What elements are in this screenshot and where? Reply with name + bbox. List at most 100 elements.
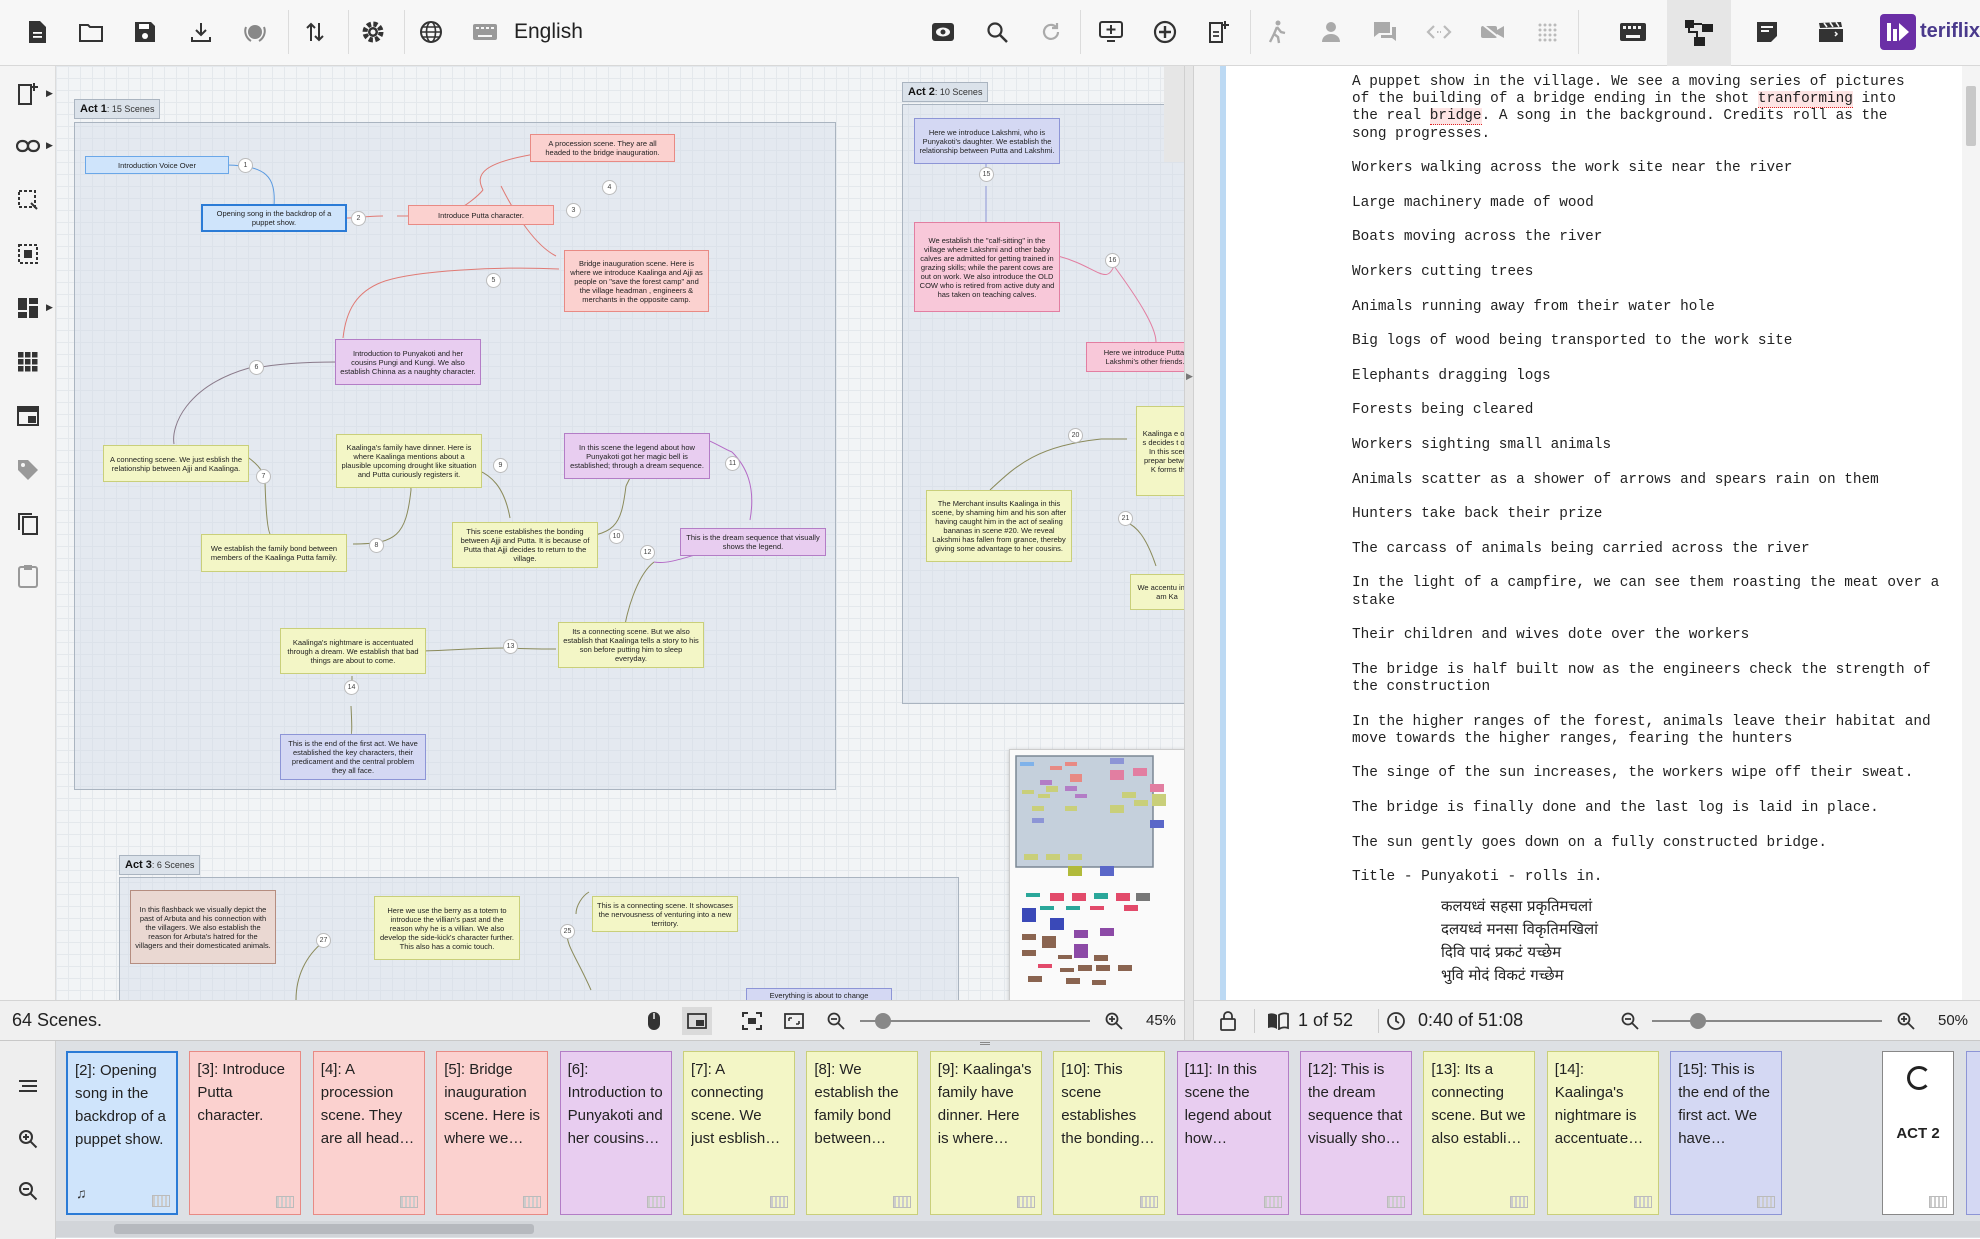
tag-icon[interactable]: [12, 454, 44, 486]
timeline-act-marker[interactable]: ACT 2: [1882, 1051, 1954, 1215]
language-label[interactable]: English: [514, 20, 583, 44]
scene-card-act2-insult[interactable]: We accentu insult am Ka: [1130, 574, 1184, 610]
person-icon[interactable]: [1312, 13, 1350, 51]
caret-right-icon[interactable]: ▶: [46, 302, 53, 313]
open-folder-icon[interactable]: [72, 13, 110, 51]
scene-card-act2-intro[interactable]: Here we introduce Lakshmi, who is Punyak…: [914, 118, 1060, 164]
link-node[interactable]: 15: [979, 167, 994, 182]
link-node[interactable]: 10: [609, 529, 624, 544]
video-off-icon[interactable]: [1474, 13, 1512, 51]
collapse-arrow-icon[interactable]: ▶: [1186, 371, 1193, 382]
link-node[interactable]: 8: [369, 538, 384, 553]
zoom-in-icon[interactable]: [12, 1123, 44, 1155]
eye-icon[interactable]: [924, 13, 962, 51]
award-icon[interactable]: [236, 13, 274, 51]
scene-card-act2-merchant[interactable]: The Merchant insults Kaalinga in this sc…: [926, 490, 1072, 562]
link-node[interactable]: 2: [351, 211, 366, 226]
window-icon[interactable]: [12, 400, 44, 432]
mouse-icon[interactable]: [642, 1009, 666, 1033]
screenplay-paragraph[interactable]: A puppet show in the village. We see a m…: [1352, 74, 1942, 143]
link-node[interactable]: 1: [238, 158, 253, 173]
sort-icon[interactable]: [296, 13, 334, 51]
zoom-in-icon[interactable]: [1894, 1009, 1918, 1033]
scene-card-7[interactable]: A connecting scene. We just esblish the …: [103, 445, 249, 482]
zoom-out-icon[interactable]: [824, 1009, 848, 1033]
lock-icon[interactable]: [1216, 1009, 1240, 1033]
scene-card-act3-flashback[interactable]: In this flashback we visually depict the…: [130, 890, 276, 964]
screenplay-paragraph[interactable]: Title - Punyakoti - rolls in.: [1352, 869, 1942, 886]
caret-right-icon[interactable]: ▶: [46, 140, 53, 151]
link-node[interactable]: 16: [1105, 253, 1120, 268]
timeline-scene-card[interactable]: [4]: A procession scene. They are all he…: [313, 1051, 425, 1215]
timeline-scene-card[interactable]: [6]: Introduction to Punyakoti and her c…: [560, 1051, 672, 1215]
canvas-zoom-slider-knob[interactable]: [875, 1013, 891, 1029]
link-icon[interactable]: [12, 130, 44, 162]
scene-card-11[interactable]: In this scene the legend about how Punya…: [564, 433, 710, 479]
link-node[interactable]: 13: [503, 639, 518, 654]
timeline-scene-card[interactable]: [3]: Introduce Putta character.: [189, 1051, 301, 1215]
screenplay-paragraph[interactable]: Workers walking across the work site nea…: [1352, 160, 1942, 177]
screenplay-paragraph[interactable]: In the light of a campfire, we can see t…: [1352, 575, 1942, 609]
canvas-scroll-corner[interactable]: [1164, 66, 1184, 162]
refresh-icon[interactable]: [1032, 13, 1070, 51]
screenplay-paragraph[interactable]: Workers cutting trees: [1352, 264, 1942, 281]
scene-card-act3-connecting[interactable]: This is a connecting scene. It showcases…: [592, 896, 738, 932]
link-node[interactable]: 5: [486, 273, 501, 288]
gear-icon[interactable]: [354, 13, 392, 51]
spelling-error[interactable]: tranforming: [1758, 91, 1853, 108]
link-node[interactable]: 14: [344, 680, 359, 695]
timeline-scene-card[interactable]: [12]: This is the dream sequence that vi…: [1300, 1051, 1412, 1215]
grid-icon[interactable]: [12, 346, 44, 378]
timeline-scene-card[interactable]: [9]: Kaalinga's family have dinner. Here…: [930, 1051, 1042, 1215]
timeline-scene-card[interactable]: [11]: In this scene the legend about how…: [1177, 1051, 1289, 1215]
scene-card-act2-calf[interactable]: We establish the "calf-sitting" in the v…: [914, 222, 1060, 312]
download-icon[interactable]: [182, 13, 220, 51]
add-screen-icon[interactable]: [1092, 13, 1130, 51]
scene-card-intro[interactable]: Introduction Voice Over: [85, 156, 229, 174]
add-scene-icon[interactable]: [12, 78, 44, 110]
panel-divider[interactable]: ▶: [1184, 66, 1194, 1040]
link-node[interactable]: 20: [1068, 428, 1083, 443]
screenplay-paragraph[interactable]: Animals scatter as a shower of arrows an…: [1352, 472, 1942, 489]
search-icon[interactable]: [978, 13, 1016, 51]
scene-card-10[interactable]: This scene establishes the bonding betwe…: [452, 522, 598, 568]
scene-timeline[interactable]: [2]: Opening song in the backdrop of a p…: [0, 1040, 1980, 1238]
code-icon[interactable]: [1420, 13, 1458, 51]
scene-card-8[interactable]: We establish the family bond between mem…: [201, 534, 347, 572]
scene-card-2[interactable]: Opening song in the backdrop of a puppet…: [201, 204, 347, 232]
screenplay-zoom-slider-knob[interactable]: [1690, 1013, 1706, 1029]
timeline-scrollbar-thumb[interactable]: [114, 1224, 534, 1234]
link-node[interactable]: 11: [725, 456, 740, 471]
timeline-scene-card[interactable]: [7]: A connecting scene. We just esblish…: [683, 1051, 795, 1215]
link-node[interactable]: 3: [566, 203, 581, 218]
screenplay-paragraph[interactable]: Boats moving across the river: [1352, 229, 1942, 246]
lyrics-line[interactable]: भुवि मोदं विकटं गच्छेम: [1441, 964, 1942, 987]
fit-width-icon[interactable]: [782, 1009, 806, 1033]
clapperboard-icon[interactable]: [1812, 13, 1850, 51]
canvas-minimap[interactable]: [1009, 749, 1184, 1000]
timeline-scene-card[interactable]: [14]: Kaalinga's nightmare is accentuate…: [1547, 1051, 1659, 1215]
walk-icon[interactable]: [1258, 13, 1296, 51]
select-rect-icon[interactable]: [12, 184, 44, 216]
scene-card-14[interactable]: Kaalinga's nightmare is accentuated thro…: [280, 628, 426, 674]
book-icon[interactable]: [1266, 1009, 1290, 1033]
globe-icon[interactable]: [412, 13, 450, 51]
scene-card-act3-change[interactable]: Everything is about to change: [746, 988, 892, 1000]
timeline-scene-card[interactable]: [8]: We establish the family bond betwee…: [806, 1051, 918, 1215]
screenplay-paragraph[interactable]: Large machinery made of wood: [1352, 195, 1942, 212]
screenplay-paragraph[interactable]: Workers sighting small animals: [1352, 437, 1942, 454]
picture-in-picture-icon[interactable]: [682, 1007, 712, 1035]
fit-screen-icon[interactable]: [740, 1009, 764, 1033]
screenplay-paragraph[interactable]: Hunters take back their prize: [1352, 506, 1942, 523]
screenplay-text[interactable]: A puppet show in the village. We see a m…: [1352, 74, 1942, 987]
screenplay-paragraph[interactable]: The sun gently goes down on a fully cons…: [1352, 835, 1942, 852]
screenplay-paragraph[interactable]: The carcass of animals being carried acr…: [1352, 541, 1942, 558]
save-icon[interactable]: [126, 13, 164, 51]
lyrics-line[interactable]: कलयध्वं सहसा प्रकृतिमचलां: [1441, 895, 1942, 918]
layout-icon[interactable]: [12, 292, 44, 324]
link-node[interactable]: 25: [560, 924, 575, 939]
link-node[interactable]: 12: [640, 545, 655, 560]
timeline-card-partial[interactable]: [1966, 1051, 1980, 1215]
scene-card-act2-friends[interactable]: Here we introduce Putta, Lakshmi's other…: [1086, 342, 1184, 372]
scene-card-15[interactable]: This is the end of the first act. We hav…: [280, 734, 426, 780]
